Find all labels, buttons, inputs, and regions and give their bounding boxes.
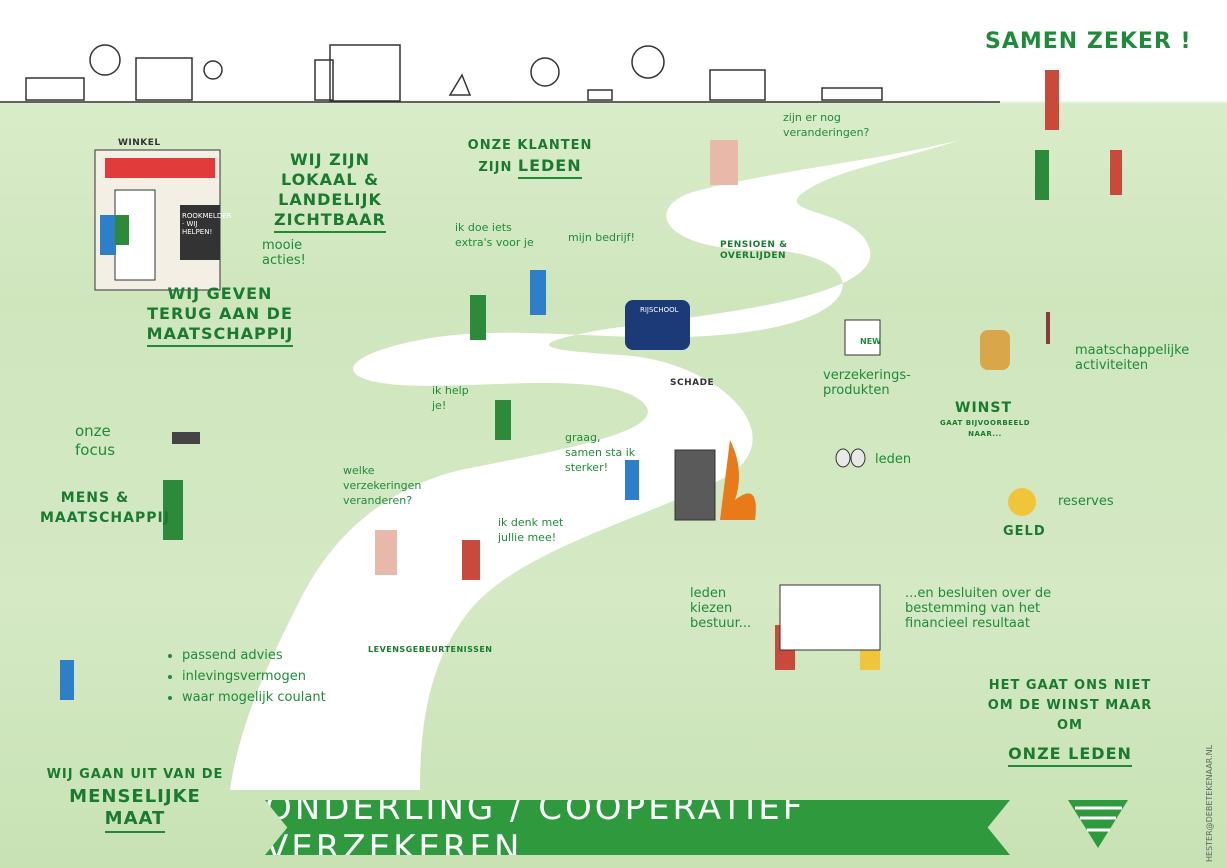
profit-members: leden <box>875 452 912 467</box>
human-line-3: MAAT <box>104 808 166 833</box>
closing-line-3: ONZE LEDEN <box>1008 744 1132 767</box>
members-line-3: LEDEN <box>517 156 582 179</box>
closing-line-1: HET GAAT ONS NIET <box>988 678 1152 693</box>
advice-item: waar mogelijk coulant <box>182 687 326 708</box>
bubble-think: ik denk met jullie mee! <box>498 516 564 544</box>
main-title: SAMEN ZEKER ! <box>985 29 1192 54</box>
human-line-2: MENSELIJKE <box>69 786 201 807</box>
profit-sub: GAAT BIJVOORBEELD NAAR... <box>939 419 1031 438</box>
visible-heading: WIJ ZIJN LOKAAL & LANDELIJK ZICHTBAAR <box>270 150 390 233</box>
shop-note: mooie acties! <box>262 238 306 268</box>
bubble-which: welke verzekeringen veranderen? <box>343 464 422 507</box>
board-left: leden kiezen bestuur... <box>690 586 752 631</box>
advice-item: inlevingsvermogen <box>182 666 326 687</box>
shop-sign: WINKEL <box>118 138 161 148</box>
focus-line-2: MAATSCHAPPIJ <box>40 510 170 526</box>
profit-reserves: reserves <box>1058 494 1114 509</box>
human-line-1: WIJ GAAN UIT VAN DE <box>46 767 224 782</box>
give-back-heading: WIJ GEVEN TERUG AAN DE MAATSCHAPPIJ <box>140 284 300 347</box>
logo-icon <box>1068 800 1128 848</box>
shop-board: ROOKMELDER · WIJ HELPEN! <box>182 212 232 236</box>
members-line-1: ONZE KLANTEN <box>467 138 593 153</box>
bubble-business: mijn bedrijf! <box>568 231 635 244</box>
members-line-2: ZIJN <box>478 160 513 175</box>
label-pension: PENSIOEN & OVERLIJDEN <box>720 240 788 261</box>
label-damage: SCHADE <box>670 378 715 388</box>
members-heading: ONZE KLANTEN ZIJN LEDEN <box>460 136 600 179</box>
members-icon <box>835 448 866 468</box>
human-heading: WIJ GAAN UIT VAN DE MENSELIJKE MAAT <box>35 765 235 833</box>
label-driving-school: RIJSCHOOL <box>640 306 679 314</box>
shop-icon <box>94 149 221 291</box>
bubble-help: ik help je! <box>432 384 469 412</box>
title-banner: ONDERLING / COÖPERATIEF VERZEKEREN <box>265 800 1010 855</box>
credit: HESTER@DEBETEKENAAR.NL <box>1205 744 1214 862</box>
profit-title: WINST <box>955 400 1013 416</box>
focus-heading: MENS & MAATSCHAPPIJ <box>40 488 170 528</box>
give-back-line-2: TERUG AAN DE <box>147 304 293 323</box>
advice-list: passend advies inlevingsvermogen waar mo… <box>168 645 326 708</box>
focus-line-1: MENS & <box>60 490 130 506</box>
profit-products: verzekerings-produkten <box>823 368 911 398</box>
road <box>230 140 960 790</box>
closing-heading: HET GAAT ONS NIET OM DE WINST MAAR OM ON… <box>975 676 1165 767</box>
bubble-stronger: graag, samen sta ik sterker! <box>565 431 636 474</box>
visible-line-3: ZICHTBAAR <box>274 210 386 233</box>
skyline-icon <box>25 44 883 102</box>
bubble-changes: zijn er nog veranderingen? <box>783 111 870 139</box>
profit-activities: maatschappelijke activiteiten <box>1075 343 1190 373</box>
profit-money: GELD <box>1003 524 1046 539</box>
give-back-line-3: MAATSCHAPPIJ <box>146 324 294 347</box>
board-right: ...en besluiten over de bestemming van h… <box>905 586 1052 631</box>
closing-line-2: OM DE WINST MAAR OM <box>987 698 1153 733</box>
visible-line-2: LOKAAL & LANDELIJK <box>278 170 382 209</box>
give-back-line-1: WIJ GEVEN <box>167 284 273 303</box>
bubble-focus: onze focus <box>75 422 116 459</box>
bubble-extra: ik doe iets extra's voor je <box>455 221 534 249</box>
visible-line-1: WIJ ZIJN <box>289 150 371 169</box>
label-life-events: LEVENSGEBEURTENISSEN <box>368 645 493 654</box>
new-label: NEW <box>860 337 881 346</box>
people-figures <box>60 70 1122 700</box>
advice-item: passend advies <box>182 645 326 666</box>
